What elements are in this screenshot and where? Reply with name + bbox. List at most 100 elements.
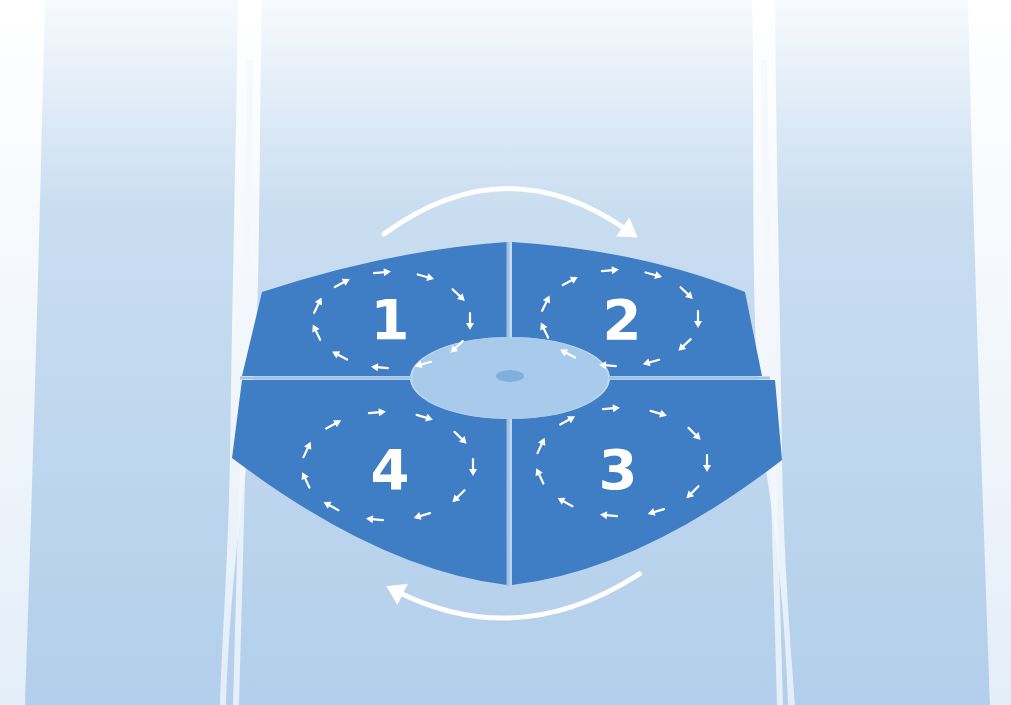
small-arrowhead — [540, 322, 547, 330]
callout-number: 2 — [603, 292, 642, 348]
quadrant-fill — [242, 242, 507, 376]
quadrant-region: 1 — [230, 240, 510, 378]
small-arrow — [563, 278, 575, 285]
small-arrow — [646, 360, 659, 364]
torso — [226, 0, 788, 705]
right-arm — [775, 0, 990, 705]
divider-line — [507, 419, 510, 586]
small-arrowhead — [613, 404, 620, 412]
small-arrow — [417, 513, 430, 517]
small-arrow — [374, 367, 388, 368]
small-arrowhead — [450, 345, 458, 353]
small-arrow — [314, 327, 320, 340]
small-arrowhead — [686, 490, 694, 498]
small-arrow — [369, 519, 383, 520]
small-arrowhead — [371, 363, 378, 371]
small-arrowhead — [469, 469, 477, 476]
quadrant-fill — [512, 242, 762, 376]
small-arrowhead — [459, 436, 467, 444]
small-arrow — [335, 353, 347, 360]
small-arrowhead — [324, 502, 332, 509]
small-arrow — [538, 471, 544, 484]
small-arrowhead — [536, 468, 543, 476]
callout-number: 1 — [371, 292, 410, 348]
quadrant-shape — [510, 378, 785, 588]
quadrant-region: 2 — [510, 240, 782, 378]
small-arrowhead — [612, 266, 619, 274]
small-arrowhead — [315, 297, 322, 305]
small-arrowhead — [302, 472, 309, 480]
small-arrowhead — [457, 293, 465, 301]
small-arrowhead — [342, 279, 350, 286]
small-arrow — [689, 486, 699, 496]
callout-number: 4 — [371, 442, 410, 498]
small-arrow — [706, 455, 708, 469]
small-arrowhead — [600, 511, 607, 519]
small-arrow — [335, 280, 347, 287]
quadrant-region: 3 — [510, 378, 785, 588]
small-arrow — [542, 298, 548, 311]
small-arrow — [651, 411, 664, 415]
quadrant-shape — [510, 240, 782, 378]
small-arrowhead — [543, 295, 550, 303]
navel — [496, 370, 524, 382]
small-arrow — [418, 362, 431, 366]
quadrant-fill — [232, 380, 507, 585]
small-arrowhead — [366, 515, 373, 523]
small-arrow — [453, 289, 463, 299]
arrowhead — [616, 217, 638, 237]
small-arrow — [417, 415, 430, 419]
small-arrowhead — [659, 410, 667, 418]
small-arrow — [602, 365, 616, 366]
small-arrow — [304, 475, 310, 488]
small-arrowhead — [599, 361, 606, 369]
small-arrowhead — [426, 273, 434, 281]
small-arrow — [542, 325, 548, 338]
small-arrowhead — [694, 321, 702, 328]
divider-line — [507, 242, 510, 337]
small-arrow — [603, 515, 617, 516]
small-arrow — [453, 341, 463, 351]
divider-line — [609, 377, 770, 380]
small-arrow — [455, 432, 465, 442]
quadrant-region: 4 — [230, 378, 510, 588]
small-arrow — [314, 300, 320, 313]
small-arrow — [560, 499, 572, 506]
small-arrow — [326, 503, 338, 510]
small-arrow — [374, 272, 388, 273]
small-arrowhead — [570, 277, 578, 284]
small-arrow — [369, 412, 383, 413]
small-arrow — [697, 311, 699, 325]
small-arrow — [651, 509, 664, 513]
small-arrowhead — [643, 359, 651, 367]
small-arrow — [603, 408, 617, 409]
small-arrowhead — [312, 324, 319, 332]
small-arrowhead — [693, 432, 701, 440]
small-arrow — [326, 422, 338, 429]
small-arrowhead — [452, 494, 460, 502]
small-arrow — [469, 313, 471, 327]
small-arrowhead — [379, 408, 386, 416]
arrow-curve — [384, 188, 627, 234]
left-arm — [25, 0, 238, 705]
small-arrow — [418, 274, 431, 278]
small-arrow — [304, 444, 310, 457]
quadrant-shape — [230, 240, 510, 378]
small-arrow — [646, 272, 659, 276]
small-arrowhead — [425, 414, 433, 422]
small-arrowhead — [654, 271, 662, 279]
small-arrowhead — [538, 438, 545, 446]
small-arrow — [560, 418, 572, 425]
divider-line — [240, 377, 411, 380]
small-arrowhead — [560, 349, 568, 356]
small-arrowhead — [415, 361, 423, 369]
small-arrowhead — [685, 291, 693, 299]
quadrant-fill — [512, 380, 782, 585]
small-arrowhead — [678, 343, 686, 351]
quadrant-shape — [230, 378, 510, 588]
rotation-arrow — [384, 188, 638, 237]
